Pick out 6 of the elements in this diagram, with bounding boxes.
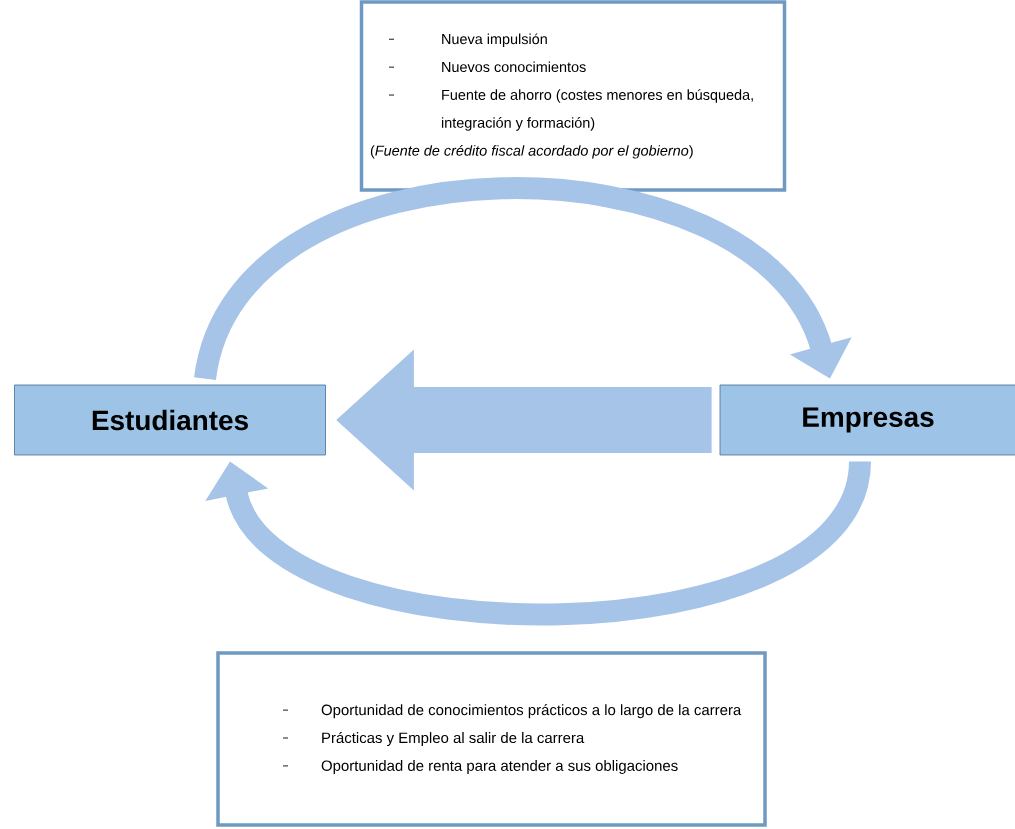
label-box: Empresas xyxy=(719,384,1015,456)
curved-arrow xyxy=(194,177,852,382)
text-box: Oportunidad de conocimientos prácticos a lo largo de la carrera Prácticas y Empleo al salir de la carrera Oportunidad de renta para atender a sus obligaciones xyxy=(216,651,767,827)
label-box: Estudiantes xyxy=(14,384,326,456)
curved-arrow xyxy=(205,458,871,626)
text-box: Nueva impulsión Nuevos conocimientos Fuente de ahorro (costes menores en búsqueda, integración y formación) (Fuente de crédito fiscal acordado por el gobierno) xyxy=(359,0,787,192)
